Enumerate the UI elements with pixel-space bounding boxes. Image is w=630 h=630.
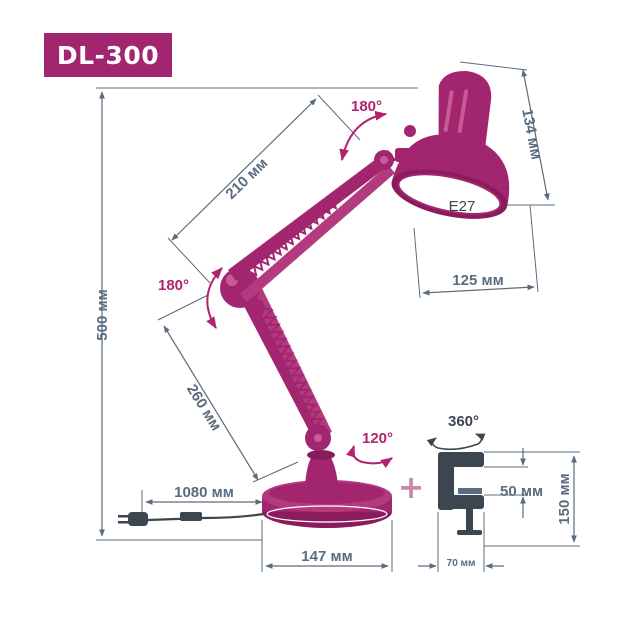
clamp-angle-label: 360°	[448, 413, 479, 430]
height-label: 500 мм	[94, 289, 111, 340]
lower-arm-label: 260 мм	[183, 381, 225, 434]
clamp-rotation-arrow: 360°	[426, 413, 486, 451]
upper-arm-label: 210 мм	[222, 155, 271, 203]
shade-diameter-label: 125 мм	[452, 272, 503, 289]
elbow-angle-label: 180°	[158, 277, 189, 294]
head-angle-label: 180°	[351, 98, 382, 115]
cord-length-dimension: 1080 мм	[141, 484, 263, 512]
clamp-opening-label: 50 мм	[500, 483, 543, 500]
shade-diameter-dimension: 125 мм	[413, 204, 539, 299]
base-diameter-label: 147 мм	[301, 548, 352, 565]
clamp-drawing	[438, 452, 484, 535]
cord-length-label: 1080 мм	[174, 484, 234, 501]
plus-sign: +	[398, 468, 425, 506]
base-rotation-arrow: 120°	[346, 430, 393, 468]
model-badge: DL-300	[44, 33, 172, 77]
clamp-height-dimension: 150 мм	[484, 451, 580, 547]
base-angle-label: 120°	[362, 430, 393, 447]
clamp-opening-dimension: 50 мм	[484, 448, 543, 518]
socket-label: E27	[449, 198, 476, 215]
base-diameter-dimension: 147 мм	[261, 520, 393, 572]
clamp-width-dimension: 70 мм	[418, 512, 504, 572]
lamp-body: E27	[118, 70, 510, 528]
clamp-height-label: 150 мм	[556, 473, 573, 524]
head-rotation-arrow: 180°	[339, 98, 388, 162]
height-dimension: 500 мм	[94, 87, 418, 541]
shade-height-label: 134 мм	[518, 107, 544, 161]
elbow-rotation-arrow: 180°	[158, 267, 223, 330]
clamp-width-label: 70 мм	[447, 558, 476, 569]
